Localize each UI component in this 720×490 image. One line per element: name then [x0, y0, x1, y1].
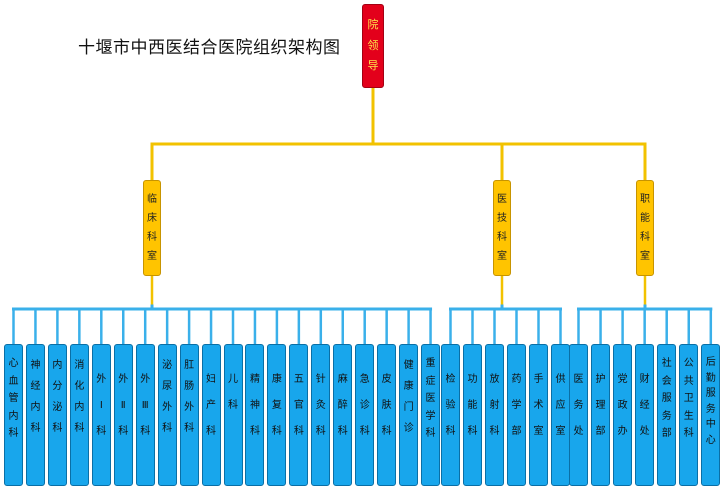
department-node: 功能科 [463, 344, 482, 486]
department-node: 党政办 [613, 344, 633, 486]
department-node: 心血管内科 [4, 344, 23, 486]
department-node: 泌尿外科 [157, 344, 177, 486]
department-node: 皮肤科 [377, 344, 397, 486]
department-node: 医务处 [569, 344, 588, 486]
department-node: 麻醉科 [333, 344, 353, 486]
department-node: 精神科 [245, 344, 265, 486]
category-node: 医技科室 [493, 180, 511, 276]
department-node: 健康门诊 [399, 344, 419, 486]
department-node: 五官科 [289, 344, 309, 486]
department-node: 药学部 [507, 344, 526, 486]
department-node: 儿科 [223, 344, 243, 486]
department-node: 消化内科 [69, 344, 89, 486]
department-node: 针灸科 [311, 344, 331, 486]
department-node: 手术室 [529, 344, 548, 486]
department-node: 急诊科 [355, 344, 375, 486]
department-node: 供应室 [551, 344, 570, 486]
department-node: 公共卫生科 [679, 344, 699, 486]
root-node: 院领导 [362, 4, 384, 88]
department-node: 放射科 [485, 344, 504, 486]
category-node: 临床科室 [143, 180, 161, 276]
department-node: 重症医学科 [421, 344, 441, 486]
department-node: 财经处 [635, 344, 655, 486]
chart-title: 十堰市中西医结合医院组织架构图 [78, 38, 341, 58]
department-node: 康复科 [267, 344, 287, 486]
department-node: 后勤服务中心 [701, 344, 720, 486]
category-node: 职能科室 [636, 180, 654, 276]
department-node: 肛肠外科 [179, 344, 199, 486]
department-node: 妇产科 [201, 344, 221, 486]
department-node: 社会服务部 [657, 344, 677, 486]
department-node: 检验科 [441, 344, 460, 486]
department-node: 内分泌科 [47, 344, 67, 486]
department-node: 神经内科 [25, 344, 45, 486]
department-node: 护理部 [591, 344, 611, 486]
